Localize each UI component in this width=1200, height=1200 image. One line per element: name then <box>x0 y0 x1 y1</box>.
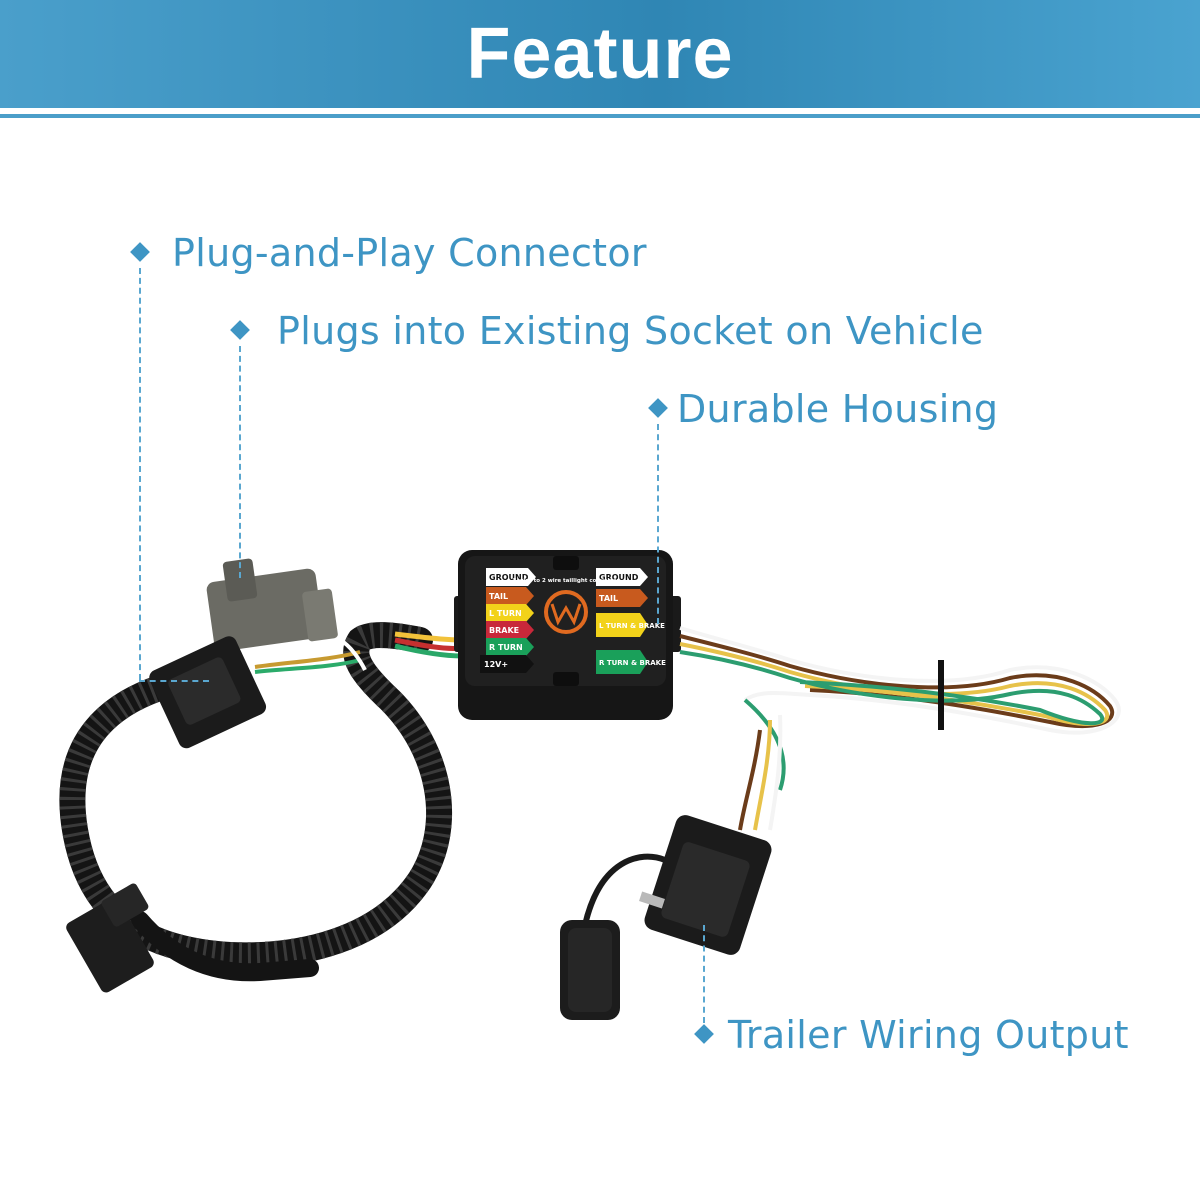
callout-plugs-into-socket: Plugs into Existing Socket on Vehicle <box>277 309 984 353</box>
panel-left-l-turn: L TURN <box>489 609 522 618</box>
panel-left-12v: 12V+ <box>484 660 508 669</box>
panel-left-r-turn: R TURN <box>489 643 523 652</box>
trailer-4-pin-connector <box>639 815 772 955</box>
header-divider <box>0 114 1200 118</box>
output-wire-bundle <box>679 626 1121 831</box>
page-title: Feature <box>466 14 734 94</box>
vehicle-socket-plug <box>206 558 338 652</box>
panel-heading: 3 wire to 2 wire taillight converter <box>513 578 620 584</box>
callout-plug-and-play: Plug-and-Play Connector <box>172 231 647 275</box>
panel-right-ground: GROUND <box>599 573 639 582</box>
panel-right-tail: TAIL <box>599 594 618 603</box>
callout-trailer-wiring-output: Trailer Wiring Output <box>728 1013 1129 1057</box>
callout-1-leader <box>139 268 141 680</box>
panel-left-brake: BRAKE <box>489 626 519 635</box>
callout-durable-housing: Durable Housing <box>677 387 999 431</box>
callout-2-leader <box>239 346 241 578</box>
callout-1-leader-h <box>139 680 209 682</box>
cable-tie <box>938 660 944 730</box>
panel-left-ground: GROUND <box>489 573 529 582</box>
panel-right-l-turn-brake: L TURN & BRAKE <box>599 622 665 630</box>
vehicle-connector <box>149 636 267 749</box>
callout-4-leader <box>703 925 705 1023</box>
converter-logo-icon <box>544 590 588 634</box>
secondary-connector <box>66 883 154 993</box>
callout-3-leader <box>657 424 659 624</box>
dust-cap <box>560 853 667 1020</box>
panel-left-tail: TAIL <box>489 592 508 601</box>
header-banner <box>0 0 1200 108</box>
panel-right-r-turn-brake: R TURN & BRAKE <box>599 659 666 667</box>
